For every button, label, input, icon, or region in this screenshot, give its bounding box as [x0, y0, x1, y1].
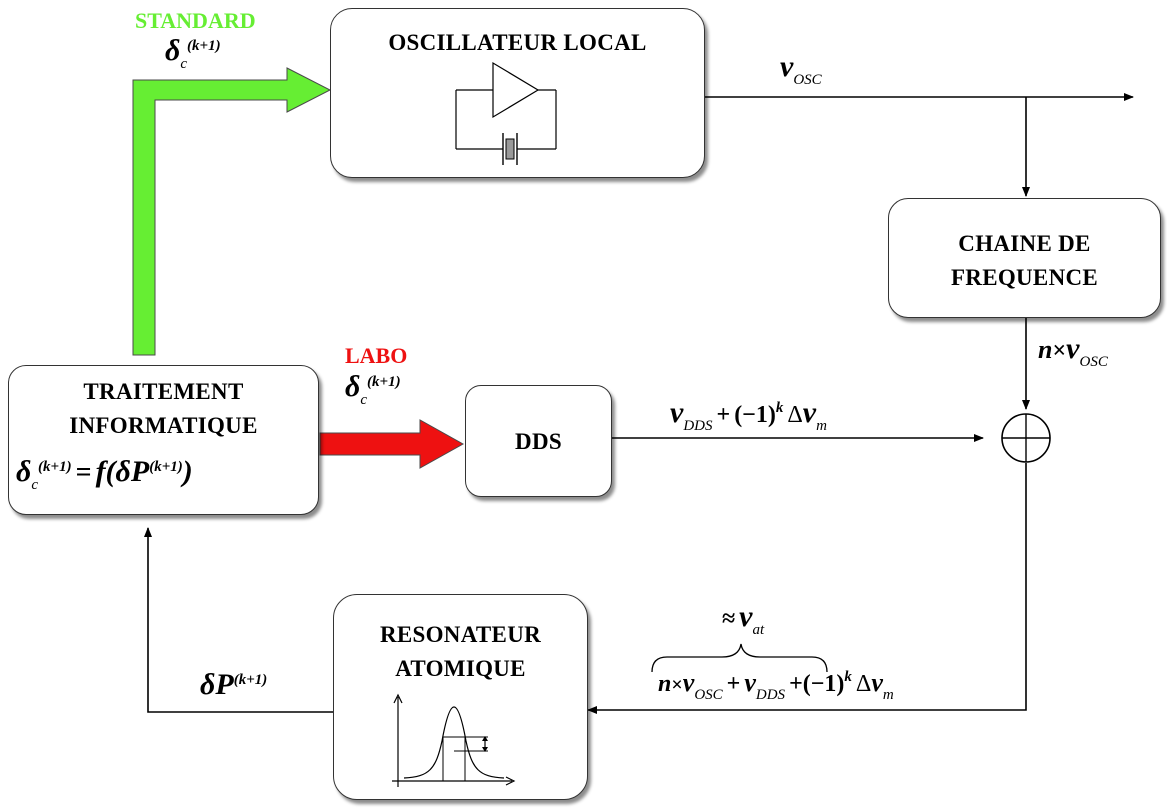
delta-p-label: δP(k+1) — [200, 668, 268, 701]
resonator-to-processing-line — [144, 527, 333, 713]
resonator-title-line2: ATOMIQUE — [395, 656, 526, 681]
resonance-curve-icon — [392, 693, 516, 787]
frequency-chain-title-line1: CHAINE DE — [958, 231, 1091, 256]
dds-title: DDS — [515, 429, 562, 454]
oscillator-box: OSCILLATEUR LOCAL — [330, 8, 705, 178]
oscillator-title: OSCILLATEUR LOCAL — [388, 30, 647, 55]
standard-delta-label: δc(k+1) — [165, 34, 221, 72]
frequency-chain-box: CHAINE DE FREQUENCE — [888, 198, 1161, 318]
dds-box: DDS — [465, 385, 612, 497]
standard-arrow — [132, 67, 332, 356]
processing-formula: δc(k+1) = f(δP(k+1)) — [16, 455, 193, 493]
frequency-chain-title-line2: FREQUENCE — [950, 265, 1099, 290]
brace-icon — [651, 643, 828, 673]
resonator-title-line1: RESONATEUR — [379, 622, 542, 647]
crystal-oscillator-icon — [455, 61, 557, 165]
labo-delta-label: δc(k+1) — [345, 370, 401, 408]
processing-title-line1: TRAITEMENT — [83, 379, 244, 404]
labo-label: LABO — [345, 343, 408, 368]
nu-osc-label: νOSC — [780, 50, 822, 88]
dds-output-label: νDDS + (−1)k Δνm — [670, 396, 827, 434]
nu-at-label: ≈ νat — [722, 600, 765, 638]
resonator-input-label: n×νOSC + νDDS +(−1)k Δνm — [658, 668, 894, 703]
standard-label: STANDARD — [135, 8, 256, 33]
n-times-nu-osc-label: n×νOSC — [1038, 332, 1108, 370]
adder-to-resonator-line — [587, 463, 1027, 714]
labo-arrow — [319, 419, 465, 469]
processing-box: TRAITEMENT INFORMATIQUE — [8, 365, 319, 515]
adder-icon — [1001, 413, 1051, 463]
resonator-box: RESONATEUR ATOMIQUE — [333, 594, 588, 800]
processing-title-line2: INFORMATIQUE — [69, 413, 258, 438]
